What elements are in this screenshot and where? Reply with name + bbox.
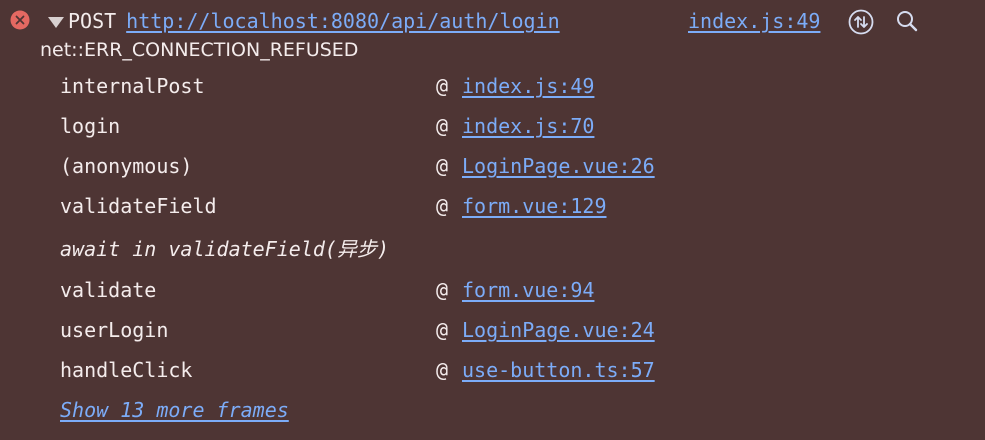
frame-at-sign: @ (436, 154, 449, 178)
frame-function: login (60, 114, 121, 138)
frame-at-sign: @ (436, 358, 449, 382)
frame-function: validate (60, 278, 157, 302)
frame-at-sign: @ (436, 114, 449, 138)
frame-function: userLogin (60, 318, 169, 342)
request-method: POST (68, 9, 117, 33)
request-url-link[interactable]: http://localhost:8080/api/auth/login (126, 9, 560, 33)
frame-at-sign: @ (436, 194, 449, 218)
frame-source-link[interactable]: index.js:70 (462, 114, 595, 138)
header-source-link[interactable]: index.js:49 (688, 9, 821, 33)
frame-source-link[interactable]: LoginPage.vue:24 (462, 318, 655, 342)
frame-source-link[interactable]: form.vue:94 (462, 278, 595, 302)
triangle-down-icon[interactable] (48, 16, 64, 28)
frame-source-link[interactable]: form.vue:129 (462, 194, 607, 218)
frame-function: (anonymous) (60, 154, 193, 178)
show-more-frames-link[interactable]: Show 13 more frames (60, 398, 289, 422)
async-boundary: await in validateField(异步) (60, 237, 389, 261)
frame-source-link[interactable]: LoginPage.vue:26 (462, 154, 655, 178)
frame-function: handleClick (60, 358, 193, 382)
frame-function: validateField (60, 194, 217, 218)
search-icon[interactable] (894, 8, 920, 34)
frame-at-sign: @ (436, 278, 449, 302)
frame-at-sign: @ (436, 318, 449, 342)
frame-source-link[interactable]: use-button.ts:57 (462, 358, 655, 382)
network-arrows-icon[interactable] (848, 9, 874, 35)
frame-source-link[interactable]: index.js:49 (462, 74, 595, 98)
error-message: net::ERR_CONNECTION_REFUSED (40, 39, 359, 61)
error-circle-icon (10, 10, 30, 30)
request-header: POST http://localhost:8080/api/auth/logi… (48, 6, 560, 36)
frame-function: internalPost (60, 74, 205, 98)
frame-at-sign: @ (436, 74, 449, 98)
